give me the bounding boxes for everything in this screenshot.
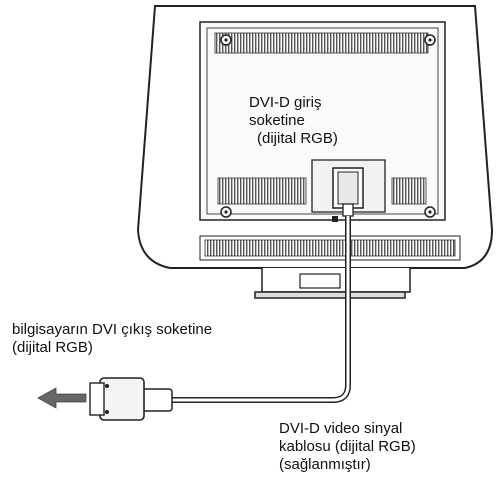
- monitor-stand: [254, 268, 411, 299]
- cable-line-3: (sağlanmıştır): [279, 456, 371, 473]
- dvi-connector-computer: [89, 377, 173, 421]
- input-socket-line-1: DVI-D giriş: [249, 94, 322, 111]
- mount-screw-icon: [220, 34, 436, 218]
- cable-line-1: DVI-D video sinyal: [279, 420, 403, 437]
- vent-top: [214, 32, 429, 54]
- input-socket-line-3: (dijital RGB): [257, 130, 338, 147]
- computer-output-line-2: (dijital RGB): [12, 339, 93, 356]
- dvi-connector-monitor: [332, 167, 364, 217]
- vent-right: [391, 177, 427, 205]
- arrow-left-icon: [37, 387, 87, 409]
- input-socket-label: DVI-D giriş soketine (dijital RGB): [249, 94, 338, 148]
- cable-label: DVI-D video sinyal kablosu (dijital RGB)…: [279, 420, 416, 474]
- computer-output-line-1: bilgisayarın DVI çıkış soketine: [12, 321, 213, 338]
- cable-line-2: kablosu (dijital RGB): [279, 438, 416, 455]
- input-socket-line-2: soketine: [249, 112, 305, 129]
- computer-output-label: bilgisayarın DVI çıkış soketine (dijital…: [12, 321, 212, 357]
- vent-bottom: [204, 239, 456, 257]
- vent-left: [217, 177, 307, 205]
